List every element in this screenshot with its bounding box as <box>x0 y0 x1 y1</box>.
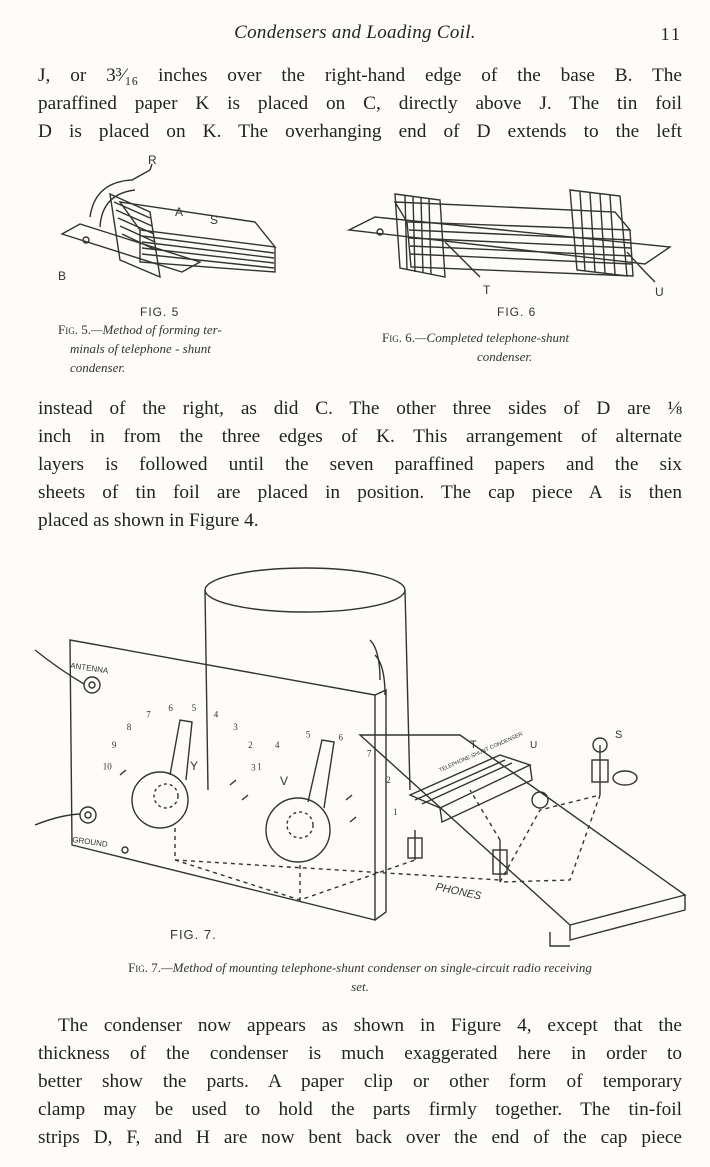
dial-right-numeral: 6 <box>339 733 344 743</box>
dial-right-numeral: 2 <box>386 775 391 785</box>
caption-line: condenser. <box>70 360 126 375</box>
caption-line: —Method of forming ter- <box>90 322 222 337</box>
dial-v-label: V <box>280 774 288 788</box>
dial-right-numeral: 3 <box>251 762 256 772</box>
lead-u-label: U <box>530 740 537 751</box>
text-line: clamp may be used to hold the parts firm… <box>38 1099 682 1120</box>
dial-left-numeral: 7 <box>146 710 151 720</box>
text-line: paraffined paper K is placed on C, direc… <box>38 93 682 114</box>
figure-7: ANTENNA GROUND PHONES Y V T S U TELEPHON… <box>30 560 690 950</box>
running-title: Condensers and Loading Coil. <box>234 22 476 43</box>
antenna-label: ANTENNA <box>70 661 110 675</box>
dial-left-numeral: 6 <box>168 703 173 713</box>
paragraph-3: The condenser now appears as shown in Fi… <box>38 1012 682 1152</box>
caption-line: —Method of mounting telephone-shunt cond… <box>161 960 592 975</box>
figure-7-label: FIG. 7. <box>170 927 217 942</box>
caption-line: —Completed telephone-shunt <box>414 330 570 345</box>
lead-s-label: S <box>615 729 622 741</box>
caption-lead: Fig. 7. <box>128 960 162 975</box>
text-line: thickness of the condenser is much exagg… <box>38 1043 682 1064</box>
letter-u: U <box>655 285 664 299</box>
caption-line: condenser. <box>477 349 533 364</box>
figure-6-label: FIG. 6 <box>497 305 537 319</box>
dial-left-numeral: 9 <box>112 740 117 750</box>
text-line: placed as shown in Figure 4. <box>38 510 259 531</box>
figure-6-drawing: T U <box>346 189 672 299</box>
figure-5-label: FIG. 5 <box>140 305 180 319</box>
text-line: inch in from the three edges of K. This … <box>38 426 682 447</box>
text-line: sheets of tin foil are placed in positio… <box>38 482 682 503</box>
condenser-plate-label: TELEPHONE-SHUNT CONDENSER <box>438 731 523 773</box>
figure-6-caption: Fig. 6.—Completed telephone-shunt conden… <box>382 328 672 366</box>
dial-left-numeral: 3 <box>233 722 238 732</box>
text-line: D is placed on K. The overhanging end of… <box>38 121 682 142</box>
text-line: instead of the right, as did C. The othe… <box>38 398 682 419</box>
letter-b: B <box>58 269 66 283</box>
text-line: J, or 3³⁄₁₆ inches over the right-hand e… <box>38 65 682 86</box>
figure-5-caption: Fig. 5.—Method of forming ter- minals of… <box>58 320 298 377</box>
phones-label: PHONES <box>434 881 483 903</box>
lead-t-label: T <box>470 739 477 751</box>
figure-7-caption: Fig. 7.—Method of mounting telephone-shu… <box>38 958 682 996</box>
text-line: The condenser now appears as shown in Fi… <box>58 1015 682 1036</box>
dial-left-numeral: 1 <box>257 761 262 771</box>
dial-right-numeral: 1 <box>393 807 398 817</box>
figure-5: R A S B <box>50 152 290 302</box>
caption-lead: Fig. 6. <box>382 330 415 345</box>
letter-t: T <box>483 283 491 297</box>
text-line: strips D, F, and H are now bent back ove… <box>38 1127 682 1148</box>
letter-a: A <box>175 205 183 219</box>
caption-line: set. <box>351 979 369 994</box>
dial-y-label: Y <box>190 759 198 773</box>
dial-right-numeral: 5 <box>306 730 311 740</box>
dial-left-numeral: 10 <box>103 761 113 771</box>
text-line: layers is followed until the seven paraf… <box>38 454 682 475</box>
dial-right-numeral: 7 <box>367 749 372 759</box>
page-header: Condensers and Loading Coil. 11 <box>0 18 710 48</box>
figure-7-drawing: ANTENNA GROUND PHONES Y V T S U TELEPHON… <box>34 567 687 947</box>
figure-6: T U <box>345 172 675 302</box>
paragraph-2: instead of the right, as did C. The othe… <box>38 395 682 535</box>
paragraph-1: J, or 3³⁄₁₆ inches over the right-hand e… <box>38 62 682 146</box>
letter-s: S <box>210 213 218 227</box>
letter-r: R <box>148 153 157 167</box>
caption-lead: Fig. 5. <box>58 322 91 337</box>
page-number: 11 <box>660 24 682 44</box>
dial-left-numeral: 4 <box>214 710 219 720</box>
caption-line: minals of telephone - shunt <box>70 341 211 356</box>
dial-left-numeral: 5 <box>192 703 197 713</box>
dial-left-numeral: 8 <box>127 722 132 732</box>
text-line: better show the parts. A paper clip or o… <box>38 1071 682 1092</box>
figure-5-drawing: R A S B <box>58 153 277 283</box>
dial-left-numeral: 2 <box>248 740 253 750</box>
dial-right-numeral: 4 <box>275 740 280 750</box>
